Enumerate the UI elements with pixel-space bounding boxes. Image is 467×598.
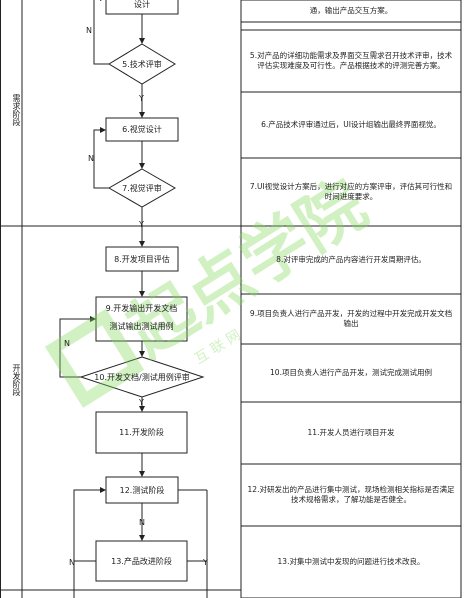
step-8-box — [105, 246, 179, 272]
flag-no-step13: N — [69, 558, 75, 567]
step-4-label: 设计 — [134, 0, 150, 9]
process-boxes — [95, 0, 188, 582]
step-5-label: 5.技术评审 — [122, 59, 162, 69]
stage-label-development: 开发阶段 — [12, 364, 21, 396]
description-9: 9.项目负责人进行产品开发，开发的过程中开发完成开发文档输出 — [249, 308, 453, 329]
step-7-label: 7.视觉评审 — [122, 183, 162, 193]
description-13: 13.对集中测试中发现的问题进行技术改良。 — [277, 556, 425, 566]
step-9-label-line2: 测试输出测试用例 — [109, 321, 174, 331]
description-10: 10.项目负责人进行产品开发，测试完成测试用例 — [270, 367, 432, 377]
flag-no-step5: N — [86, 26, 92, 35]
flow-arrows — [59, 0, 208, 598]
stage-label-requirements: 需求阶段 — [12, 94, 21, 126]
step-12-label: 12.测试阶段 — [119, 485, 165, 495]
description-5: 5.对产品的详细功能需求及界面交互需求召开技术评审，技术评估实现难度及可行性。产… — [249, 50, 453, 71]
step-13-label: 13.产品改进阶段 — [111, 556, 172, 566]
step-11-label: 11.开发阶段 — [119, 428, 164, 437]
step-6-label: 6.视觉设计 — [122, 125, 162, 134]
description-panels — [240, 0, 462, 598]
description-7: 7.UI视觉设计方案后，进行对应的方案评审，评估其可行性和时间进度要求。 — [249, 181, 453, 202]
flag-no-step12: N — [139, 518, 145, 527]
flag-yes-step10: Y — [139, 398, 144, 407]
step-8-label: 8.开发项目评估 — [114, 254, 170, 264]
description-12: 12.对研发出的产品进行集中测试，现场检测相关指标是否满足技术规格需求，了解功能… — [247, 484, 455, 505]
description-11: 11.开发人员进行项目开发 — [307, 427, 395, 437]
flag-no-step7: N — [88, 154, 94, 163]
description-8: 8.对评审完成的产品内容进行开发周期评估。 — [276, 254, 426, 264]
decision-diamonds — [79, 43, 205, 398]
flag-yes-step5: Y — [139, 94, 144, 103]
flag-no-step10: N — [64, 339, 70, 348]
step-11-box — [95, 411, 188, 454]
flag-yes-step13: Y — [203, 558, 208, 567]
flag-yes-step7: Y — [139, 220, 144, 229]
description-6: 6.产品技术评审通过后，UI设计组输出最终界面视觉。 — [261, 119, 441, 129]
step-9-box — [95, 296, 188, 342]
step-9-label-line1: 9.开发输出开发文档 — [105, 303, 178, 313]
step-10-label: 10.开发文档/测试用例评审 — [94, 372, 190, 382]
description-4: 通，输出产品交互方案。 — [309, 5, 393, 15]
